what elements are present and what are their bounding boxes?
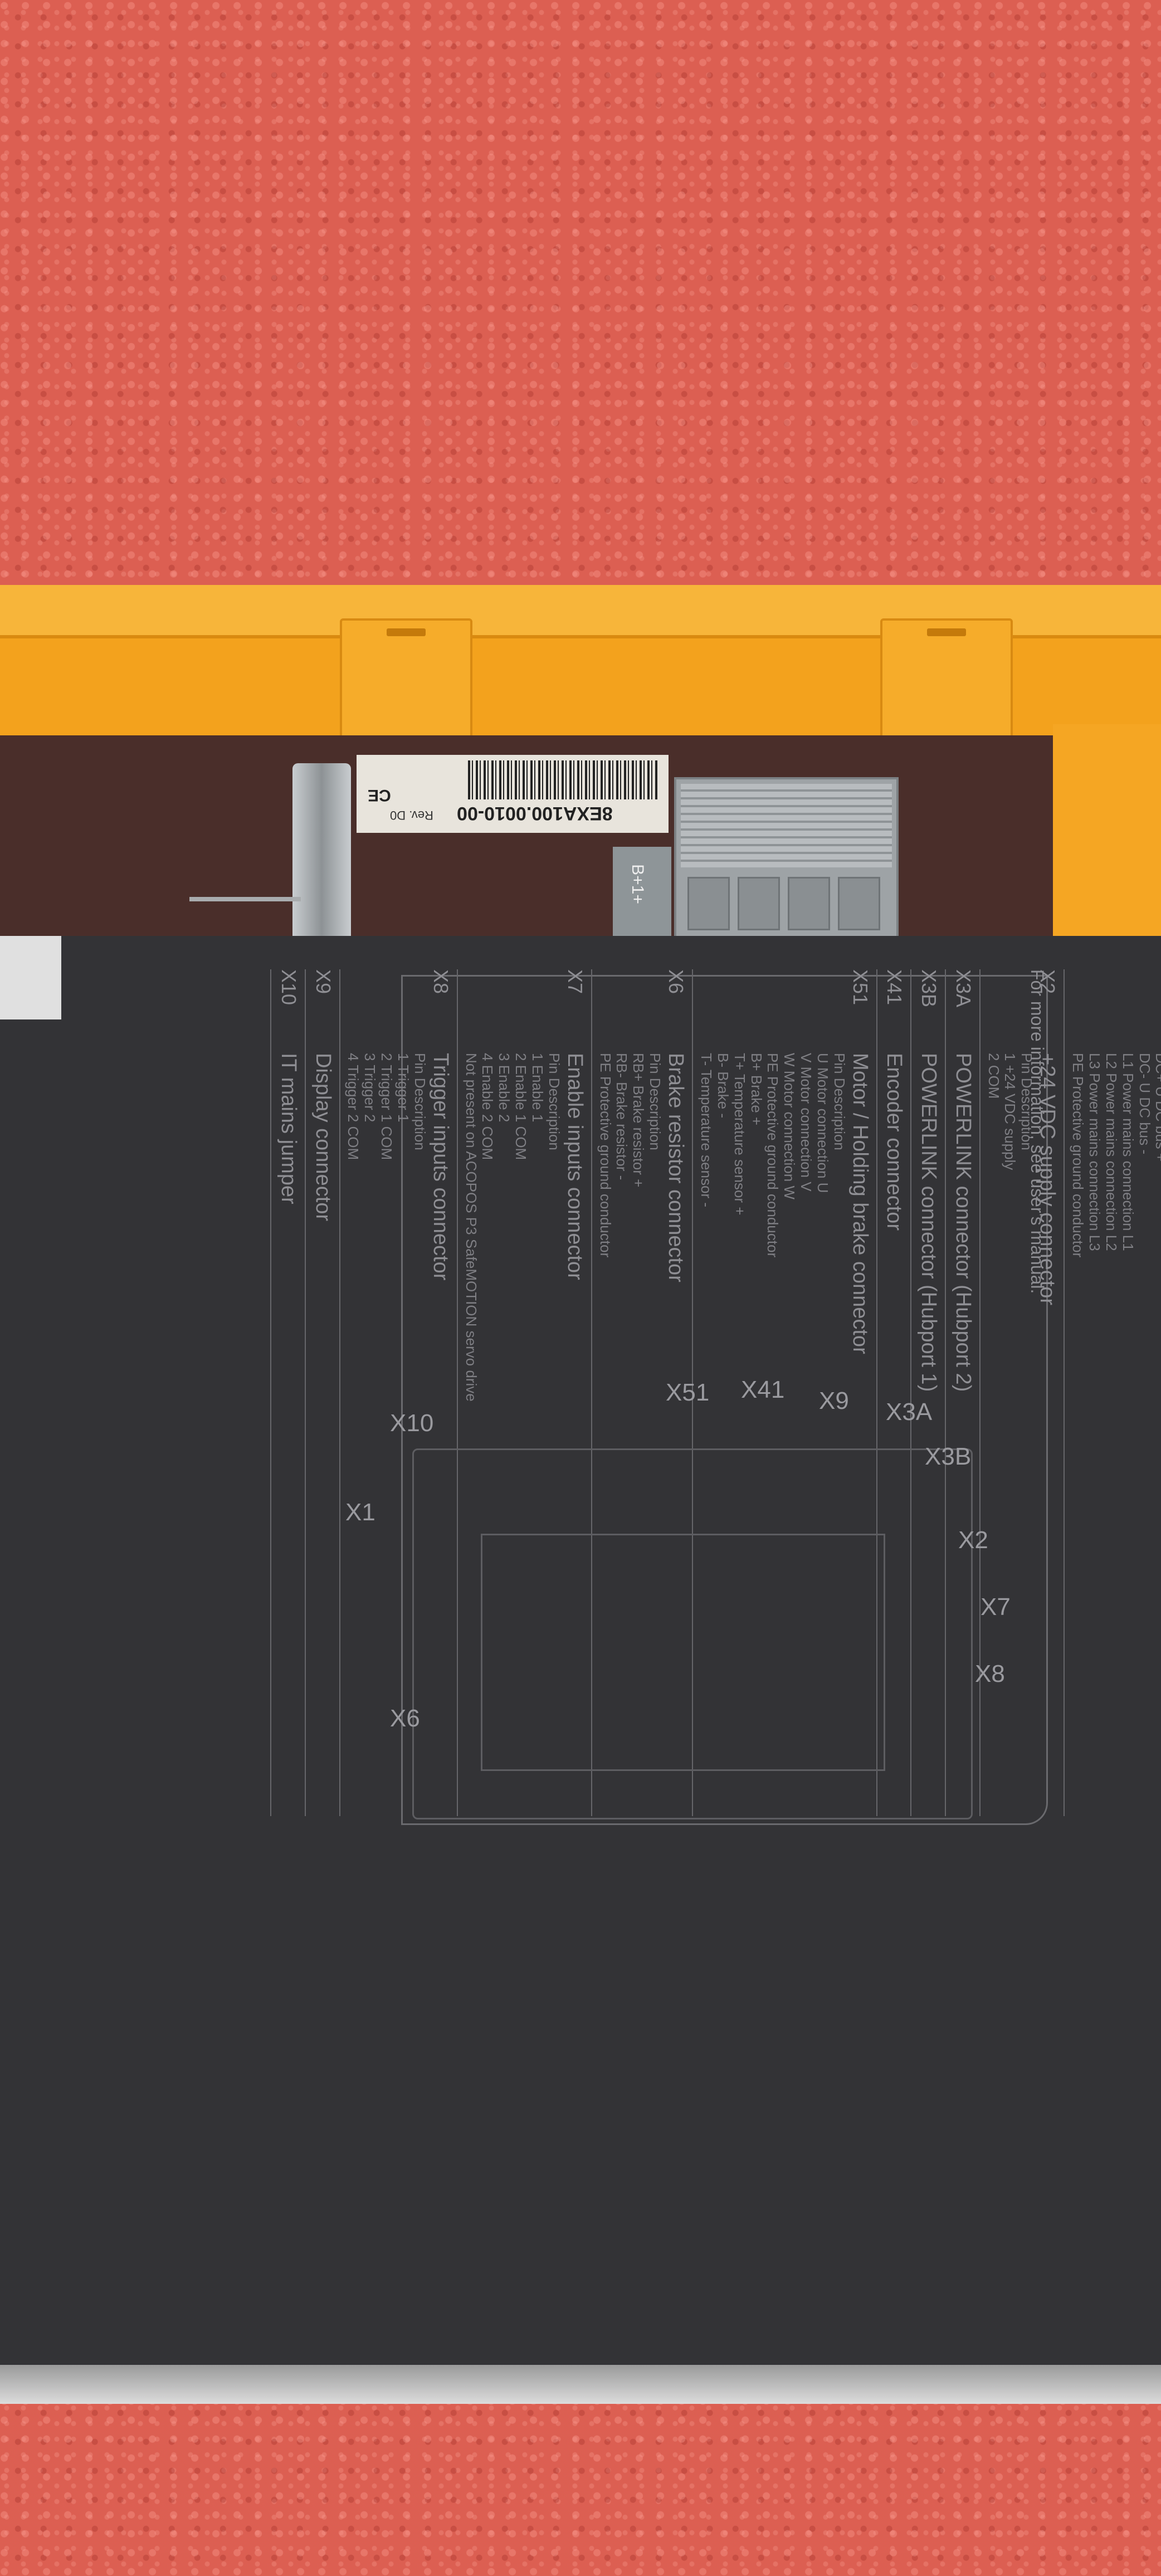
legend-connector-id: X51 <box>848 969 872 1006</box>
engraved-panel <box>401 975 1048 1825</box>
legend-connector-id: X2 <box>1036 969 1060 994</box>
callout-x8: X8 <box>975 1660 1005 1687</box>
legend-row: DC- U DC bus - <box>1136 1053 1153 1155</box>
housing-side <box>1053 724 1161 975</box>
legend-row: L3 Power mains connection L3 <box>1086 1053 1103 1251</box>
red-stucco-wall-bottom <box>0 2396 1161 2576</box>
ce-mark: CE <box>368 786 391 804</box>
clip-slot <box>927 628 966 636</box>
callout-x51: X51 <box>666 1379 710 1406</box>
legend-row: PE Protective ground conductor <box>1069 1053 1086 1258</box>
legend-body: Display connector <box>310 1053 335 1816</box>
legend-row: DC+ U DC bus + <box>1153 1053 1161 1162</box>
terminal-plug <box>687 877 730 930</box>
callout-x41: X41 <box>741 1376 785 1403</box>
legend-row: L1 Power mains connection L1 <box>1119 1053 1136 1251</box>
dark-front-cover <box>0 936 1161 2368</box>
legend-row: 1 +24 VDC supply <box>1002 1053 1019 1170</box>
legend-connector-id: X41 <box>883 969 906 1006</box>
legend-connector-id: X3A <box>952 969 975 1008</box>
terminal-plug <box>738 877 780 930</box>
legend-connector-id: X9 <box>311 969 335 994</box>
housing-clip-right <box>880 618 1013 740</box>
revision-text: Rev. D0 <box>390 808 433 822</box>
terminal-plug <box>838 877 880 930</box>
callout-x6: X6 <box>390 1705 420 1732</box>
legend-row: 2 COM <box>985 1053 1002 1099</box>
legend-connector-id: X7 <box>563 969 587 994</box>
terminal-ribs <box>681 784 892 867</box>
metal-spring-clip <box>292 763 351 941</box>
callout-x1: X1 <box>345 1499 375 1526</box>
legend-row: 4 Trigger 2 COM <box>345 1053 362 1160</box>
bottom-metal-rail <box>0 2365 1161 2404</box>
small-connector <box>613 847 671 947</box>
clip-slot <box>387 628 426 636</box>
device-diagram <box>412 1448 973 1819</box>
red-stucco-wall <box>0 0 1161 602</box>
diagram-inner <box>481 1534 885 1771</box>
legend-connector-id: X3B <box>918 969 941 1008</box>
model-number: 8EXA100.0010-00 <box>457 803 613 824</box>
small-connector-label: B+1+ <box>628 864 647 904</box>
cover-edge-highlight <box>0 936 61 1019</box>
callout-x10: X10 <box>390 1409 434 1437</box>
wire <box>189 897 301 901</box>
legend-connector-id: X8 <box>429 969 452 994</box>
legend-body: IT mains jumper <box>276 1053 300 1816</box>
legend-connector-id: X6 <box>664 969 687 994</box>
callout-x7: X7 <box>980 1593 1011 1621</box>
terminal-plug <box>788 877 830 930</box>
footer-note: For more information, see user's manual. <box>1027 969 1047 1294</box>
terminal-block <box>674 777 899 940</box>
callout-x9: X9 <box>819 1387 849 1414</box>
callout-x3a: X3A <box>886 1398 933 1426</box>
callout-x3b: X3B <box>925 1443 972 1470</box>
legend-connector-id: X1 <box>1069 969 1161 1053</box>
legend-section: X10 IT mains jumper <box>270 969 305 1816</box>
legend-title: IT mains jumper <box>276 1053 300 1204</box>
legend-row: L2 Power mains connection L2 <box>1103 1053 1120 1251</box>
legend-title: Display connector <box>311 1053 335 1222</box>
legend-row: 3 Trigger 2 <box>362 1053 379 1123</box>
legend-connector-id: X10 <box>277 969 300 1006</box>
barcode <box>468 760 657 799</box>
callout-x2: X2 <box>958 1526 988 1554</box>
housing-clip-left <box>340 618 472 740</box>
